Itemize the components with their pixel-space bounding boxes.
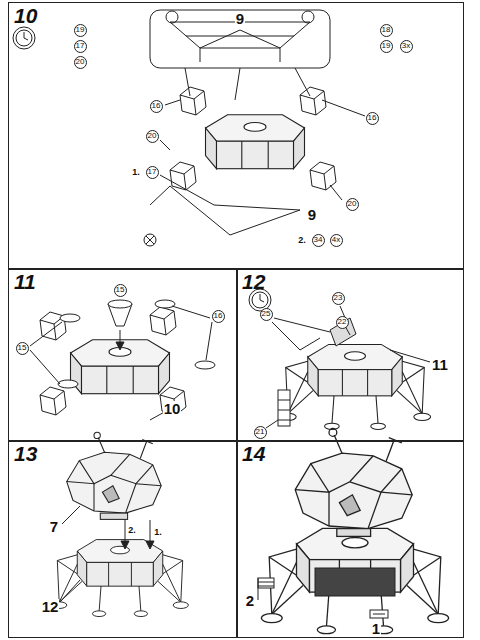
part-number: 19 — [74, 24, 87, 37]
part-number: 16 — [366, 112, 379, 125]
part-number: 15 — [16, 342, 29, 355]
step-number: 11 — [14, 271, 36, 292]
callout-number: 9 — [307, 207, 317, 222]
part-number: 18 — [380, 24, 393, 37]
callout-number: 9 — [235, 11, 245, 26]
step-panel: 14 — [236, 440, 464, 638]
part-number: 19 — [380, 40, 393, 53]
callout-number: 2. — [298, 236, 306, 245]
part-number: 25 — [260, 308, 273, 321]
step-number: 14 — [242, 443, 265, 464]
part-number: 21 — [254, 426, 267, 439]
callout-number: 12 — [41, 599, 60, 614]
callout-number: 11 — [431, 357, 449, 372]
callout-number: 2 — [245, 593, 255, 608]
callout-number: 1. — [154, 528, 162, 537]
part-number: 20 — [74, 56, 87, 69]
callout-number: 1 — [371, 621, 381, 636]
callout-number: 1. — [132, 168, 140, 177]
callout-number: 7 — [49, 519, 59, 534]
step-number: 12 — [242, 271, 265, 292]
part-number: 16 — [212, 310, 225, 323]
part-number: 17 — [74, 40, 87, 53]
callout-number: 10 — [163, 401, 182, 416]
part-number: 22 — [336, 316, 349, 329]
step-number: 13 — [14, 443, 37, 464]
part-number: 17 — [146, 166, 159, 179]
part-number: 23 — [332, 292, 345, 305]
callout-number: 2. — [128, 526, 136, 535]
part-number: 34 — [312, 234, 325, 247]
part-number: 16 — [150, 100, 163, 113]
part-number: 20 — [146, 130, 159, 143]
step-number: 10 — [14, 5, 37, 26]
part-number: 4x — [330, 234, 343, 247]
part-number: 3x — [400, 40, 413, 53]
part-number: 20 — [346, 198, 359, 211]
part-number: 15 — [114, 284, 127, 297]
step-panel: 12 — [236, 268, 464, 442]
